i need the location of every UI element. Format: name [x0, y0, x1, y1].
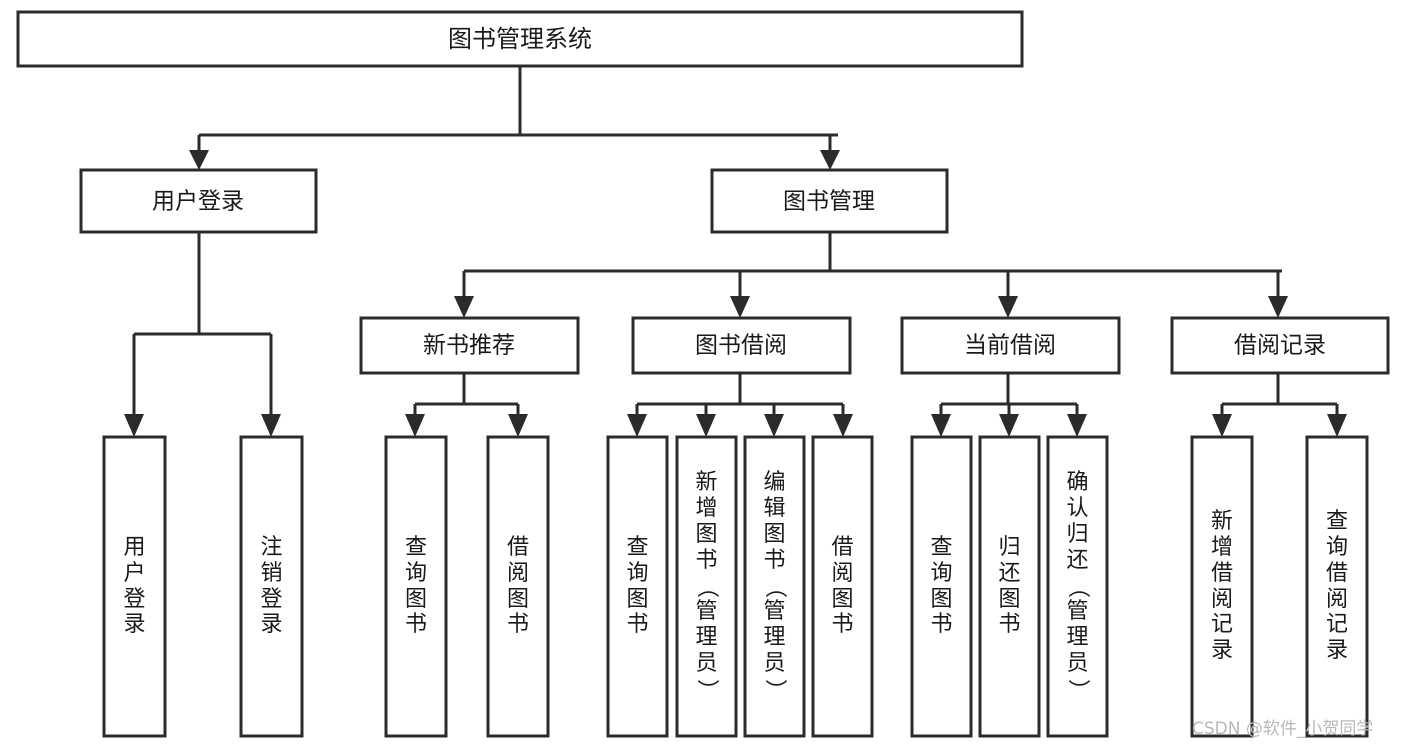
node-borrow-record-box[interactable] — [1170, 316, 1390, 375]
node-leaf-user-login-label: 用户登录 — [123, 534, 146, 638]
node-borrow-record[interactable]: 借阅记录 — [1170, 316, 1390, 375]
arrow-head-book-management — [820, 150, 840, 170]
arrow-head-book-borrow — [730, 296, 750, 318]
node-borrow-record-label: 借阅记录 — [1234, 333, 1326, 359]
arrow-head-leaf-logout-login — [261, 414, 281, 437]
node-leaf-confirm-return-box[interactable] — [1046, 435, 1109, 738]
node-user-login-box[interactable] — [79, 168, 318, 234]
node-root-box[interactable] — [16, 10, 1024, 68]
arrow-head-leaf-borrow-book-2 — [833, 414, 853, 437]
node-leaf-logout-login-label: 注销登录 — [260, 534, 283, 638]
node-leaf-query-record-box[interactable] — [1305, 435, 1369, 738]
node-leaf-confirm-return-label: 确认归还（管理员） — [1065, 469, 1091, 702]
node-user-login-label: 用户登录 — [152, 189, 244, 215]
node-current-borrow-box[interactable] — [900, 316, 1121, 375]
node-leaf-return-book-box[interactable] — [978, 435, 1041, 738]
node-leaf-borrow-book-2-label: 借阅图书 — [831, 534, 854, 638]
node-book-borrow-label: 图书借阅 — [695, 333, 787, 359]
node-leaf-query-book-2-box[interactable] — [606, 435, 669, 738]
arrow-head-leaf-add-book — [696, 414, 716, 437]
arrow-head-leaf-query-record — [1327, 414, 1347, 437]
node-user-login[interactable]: 用户登录 — [79, 168, 318, 234]
node-current-borrow[interactable]: 当前借阅 — [900, 316, 1121, 375]
node-current-borrow-label: 当前借阅 — [964, 333, 1056, 359]
node-new-book-recommend-box[interactable] — [359, 316, 580, 375]
arrow-head-user-login — [189, 150, 209, 170]
node-leaf-edit-book-label: 编辑图书（管理员） — [762, 469, 788, 702]
node-root-label: 图书管理系统 — [448, 25, 592, 53]
node-leaf-borrow-book-1-box[interactable] — [486, 435, 550, 738]
node-leaf-user-login[interactable]: 用户登录 — [102, 435, 167, 738]
node-book-borrow-box[interactable] — [631, 316, 852, 375]
arrow-head-new-book-recommend — [454, 296, 474, 318]
node-new-book-recommend-label: 新书推荐 — [423, 333, 515, 359]
node-new-book-recommend[interactable]: 新书推荐 — [359, 316, 580, 375]
node-leaf-query-book-3-box[interactable] — [910, 435, 973, 738]
arrow-head-current-borrow — [998, 296, 1018, 318]
arrow-head-borrow-record — [1268, 296, 1288, 318]
node-root[interactable]: 图书管理系统 — [16, 10, 1024, 68]
arrow-head-leaf-return-book — [999, 414, 1019, 437]
node-leaf-borrow-book-1-label: 借阅图书 — [506, 534, 529, 638]
node-leaf-borrow-book-2-box[interactable] — [811, 435, 874, 738]
node-book-management-box[interactable] — [710, 168, 949, 234]
node-leaf-user-login-box[interactable] — [102, 435, 167, 738]
node-leaf-query-book-2-label: 查询图书 — [626, 534, 649, 638]
arrow-head-leaf-add-record — [1212, 414, 1232, 437]
node-leaf-query-record-label: 查询借阅记录 — [1325, 508, 1348, 664]
node-leaf-query-book-3-label: 查询图书 — [930, 534, 953, 638]
arrow-head-leaf-query-book-1 — [405, 414, 425, 437]
node-leaf-query-book-1-box[interactable] — [384, 435, 448, 738]
arrow-head-leaf-borrow-book-1 — [508, 414, 528, 437]
node-leaf-add-book-label: 新增图书（管理员） — [694, 469, 720, 702]
node-leaf-add-record-label: 新增借阅记录 — [1210, 508, 1233, 664]
arrow-head-leaf-edit-book — [764, 414, 784, 437]
node-book-management[interactable]: 图书管理 — [710, 168, 949, 234]
node-book-management-label: 图书管理 — [783, 189, 875, 215]
node-leaf-logout-login-box[interactable] — [239, 435, 304, 738]
connector-layer — [124, 66, 1347, 437]
csdn-watermark: CSDN @软件_小贺同学 — [1192, 719, 1374, 739]
node-leaf-edit-book-box[interactable] — [743, 435, 806, 738]
arrow-head-leaf-user-login — [124, 414, 144, 437]
node-leaf-query-book-1-label: 查询图书 — [404, 534, 427, 638]
node-leaf-return-book-label: 归还图书 — [998, 534, 1021, 638]
arrow-head-leaf-confirm-return — [1067, 414, 1087, 437]
arrow-head-leaf-query-book-2 — [627, 414, 647, 437]
node-leaf-add-record-box[interactable] — [1190, 435, 1254, 738]
node-leaf-add-book-box[interactable] — [675, 435, 738, 738]
node-book-borrow[interactable]: 图书借阅 — [631, 316, 852, 375]
arrow-head-leaf-query-book-3 — [931, 414, 951, 437]
